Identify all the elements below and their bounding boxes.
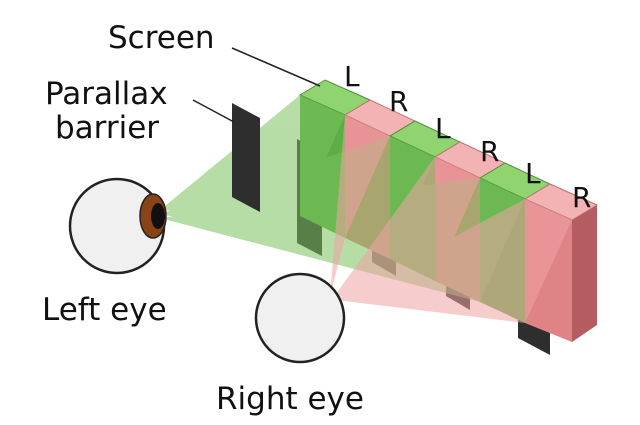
segment-label: L bbox=[525, 157, 541, 190]
parallax-label-line2: barrier bbox=[55, 110, 159, 146]
screen-label: Screen bbox=[108, 20, 215, 56]
right-ray bbox=[330, 115, 390, 296]
segment-label: L bbox=[344, 60, 360, 93]
right-eye-label: Right eye bbox=[216, 381, 364, 417]
right-eyeball bbox=[254, 272, 346, 364]
left-eye-label: Left eye bbox=[42, 292, 167, 328]
screen-end-face bbox=[572, 205, 597, 342]
barrier-slats-front bbox=[232, 103, 260, 212]
right-ray bbox=[333, 157, 480, 298]
right-ray bbox=[336, 199, 572, 323]
barrier-slat bbox=[232, 103, 260, 212]
segment-label: R bbox=[480, 135, 499, 168]
segment-label: L bbox=[435, 112, 451, 145]
segment-label: R bbox=[389, 85, 408, 118]
parallax-label-line1: Parallax bbox=[45, 76, 168, 112]
screen-leader-line bbox=[231, 47, 321, 87]
right-eye bbox=[254, 272, 346, 364]
right-eye-rays bbox=[330, 115, 572, 323]
barrier-leader-line bbox=[192, 99, 235, 123]
left-eye bbox=[68, 177, 167, 275]
screen-top-faces bbox=[298, 79, 599, 221]
segment-label: R bbox=[572, 181, 591, 214]
left-pupil bbox=[151, 203, 165, 229]
